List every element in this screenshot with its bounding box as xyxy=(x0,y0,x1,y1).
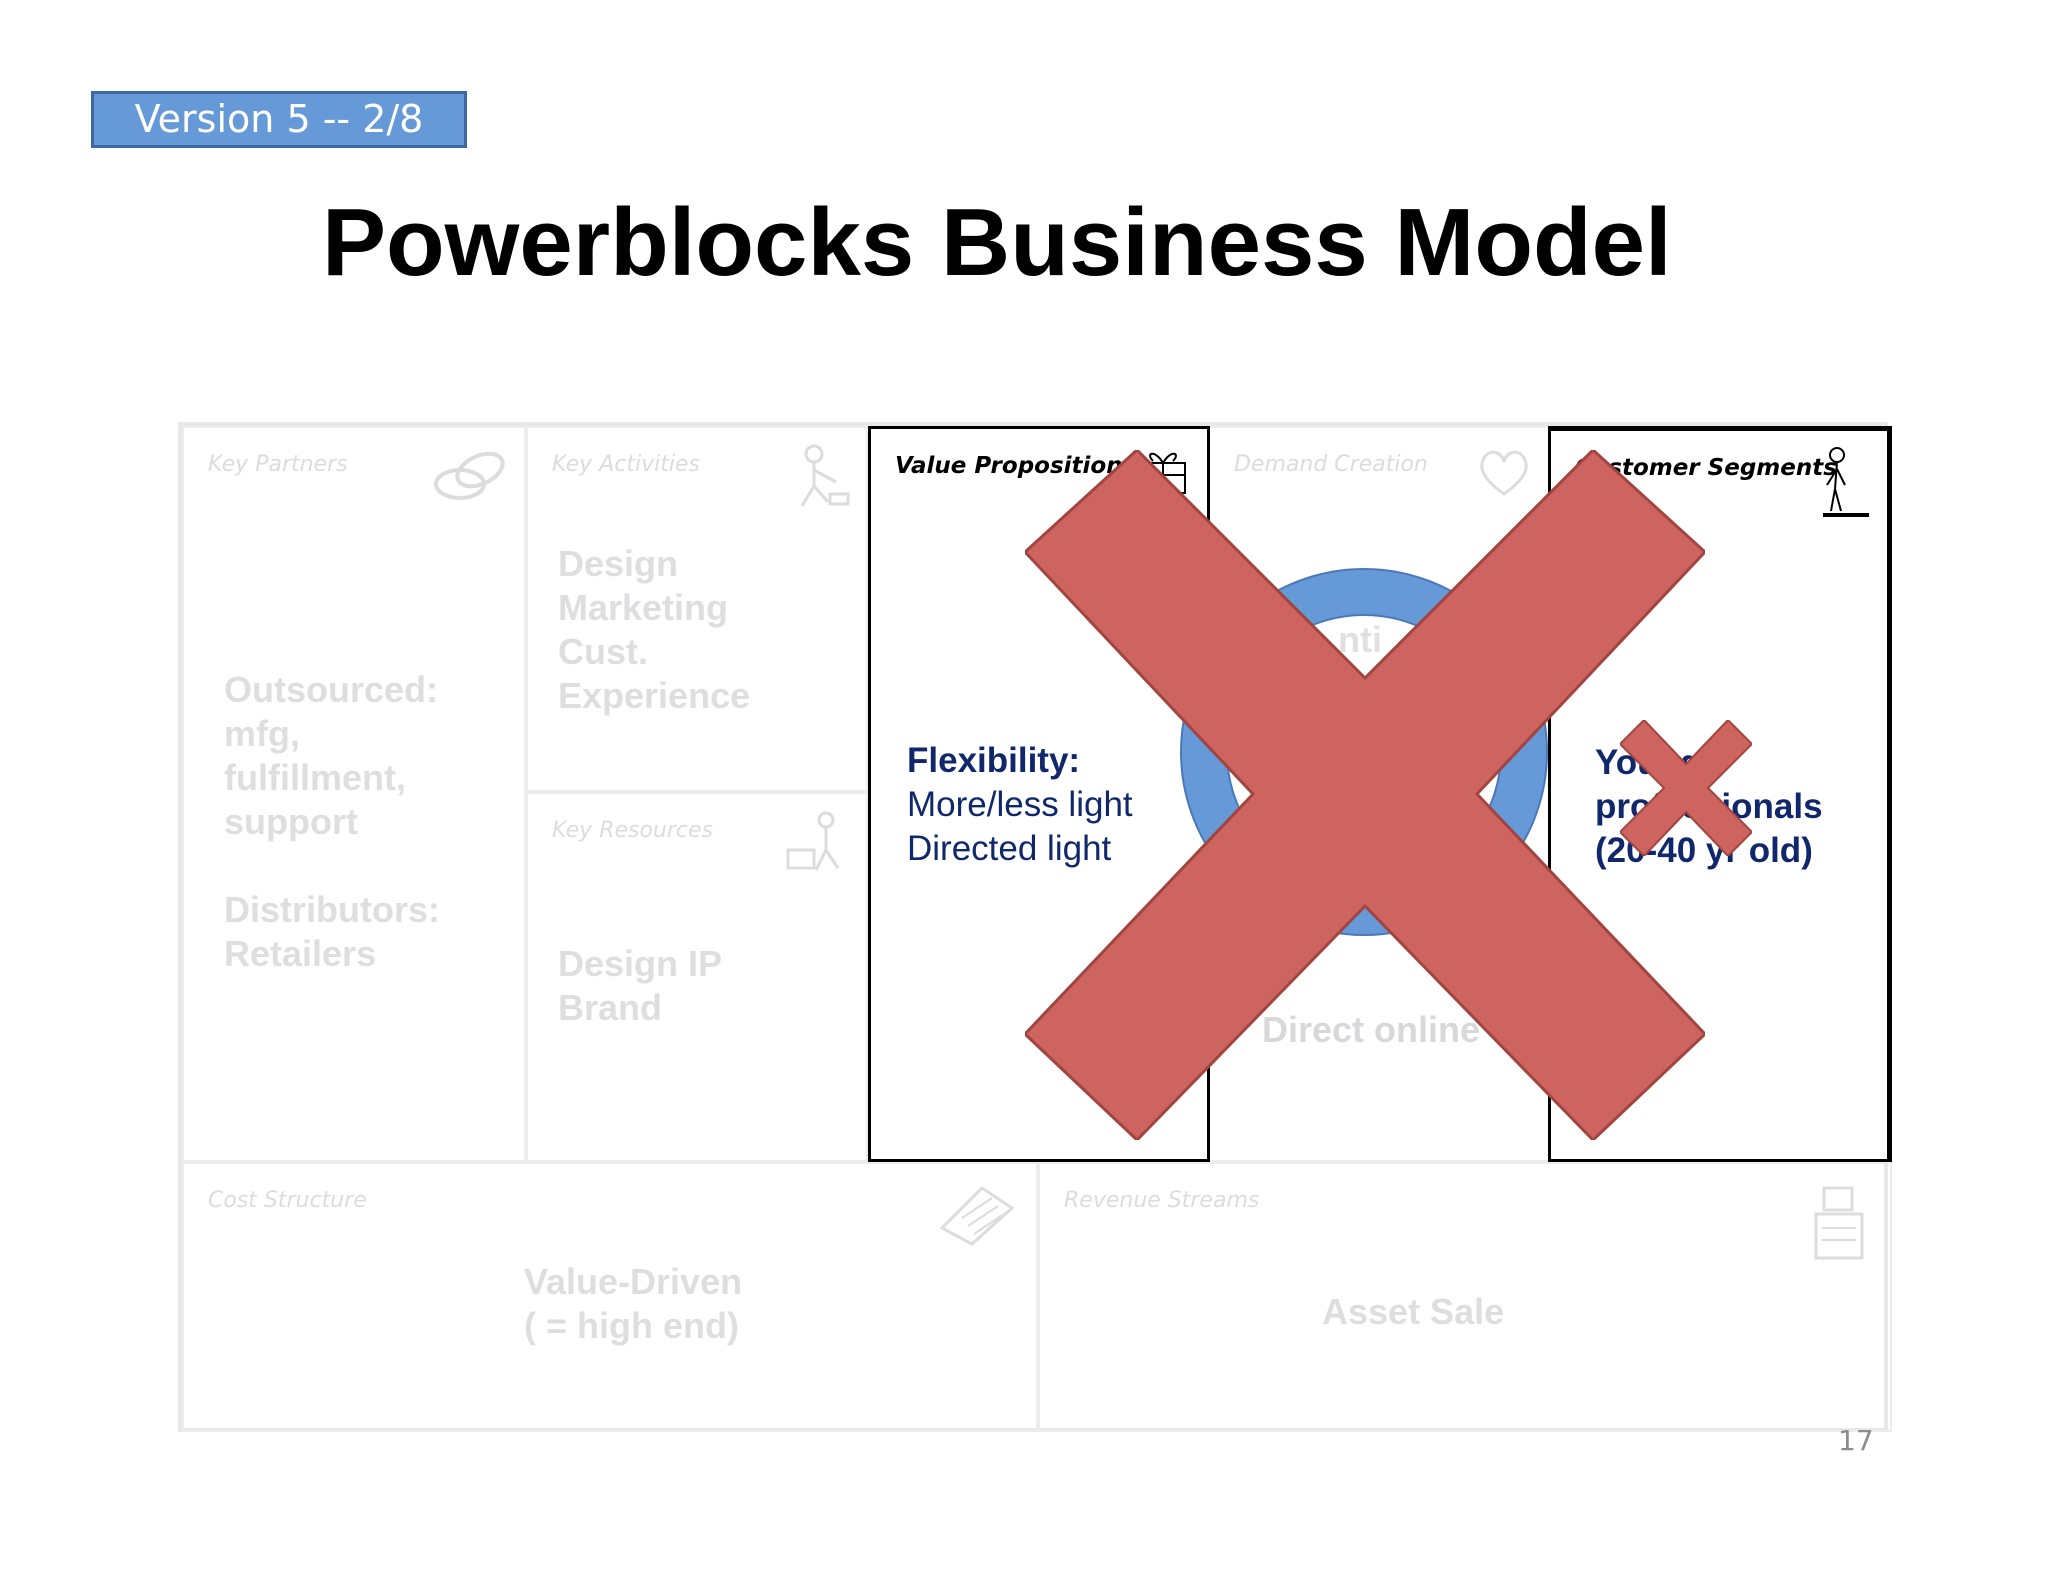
key-partners-text: Outsourced: mfg, fulfillment, support Di… xyxy=(224,669,440,974)
chain-link-icon xyxy=(430,442,510,517)
cost-structure-text: Value-Driven ( = high end) xyxy=(524,1261,743,1346)
demand-creation-bottom-text: Direct online xyxy=(1262,1009,1481,1050)
version-badge: Version 5 -- 2/8 xyxy=(91,91,467,148)
page-title: Powerblocks Business Model xyxy=(322,189,1672,296)
revenue-streams-text: Asset Sale xyxy=(1322,1291,1505,1332)
key-activities-text: Design Marketing Cust. Experience xyxy=(558,543,751,716)
revenue-streams-cell: Revenue Streams Asset Sale xyxy=(1038,1162,1892,1432)
key-activities-cell: Key Activities Design Marketing Cust. Ex… xyxy=(526,426,868,792)
key-resources-cell: Key Resources Design IP Brand xyxy=(526,792,868,1162)
large-cross-mark-icon xyxy=(1025,450,1705,1140)
cost-structure-label: Cost Structure xyxy=(208,1188,367,1213)
cash-register-icon xyxy=(1806,1178,1876,1273)
key-partners-label: Key Partners xyxy=(208,452,348,477)
revenue-streams-label: Revenue Streams xyxy=(1064,1188,1260,1213)
cost-structure-cell: Cost Structure Value-Driven ( = high end… xyxy=(182,1162,1038,1432)
value-proposition-line: Directed light xyxy=(907,829,1112,868)
key-activities-label: Key Activities xyxy=(552,452,700,477)
resources-icon xyxy=(782,808,852,883)
key-resources-label: Key Resources xyxy=(552,818,714,843)
heart-icon xyxy=(1474,442,1534,507)
value-propositions-heading: Flexibility: xyxy=(907,741,1081,780)
key-resources-text: Design IP Brand xyxy=(558,943,723,1028)
value-propositions-text: Flexibility: More/less light Directed li… xyxy=(907,739,1133,871)
receipt-icon xyxy=(932,1178,1022,1253)
worker-icon xyxy=(792,442,852,517)
small-cross-mark-icon xyxy=(1620,720,1752,856)
page-number: 17 xyxy=(1838,1424,1874,1457)
value-proposition-line: More/less light xyxy=(907,785,1133,824)
demand-creation-fragment: nti xyxy=(1338,619,1382,660)
person-icon xyxy=(1813,445,1873,526)
key-partners-cell: Key Partners Outsourced: mfg, fulfillmen… xyxy=(182,426,526,1162)
value-propositions-label: Value Propositions xyxy=(895,453,1137,479)
demand-creation-label: Demand Creation xyxy=(1234,452,1428,477)
